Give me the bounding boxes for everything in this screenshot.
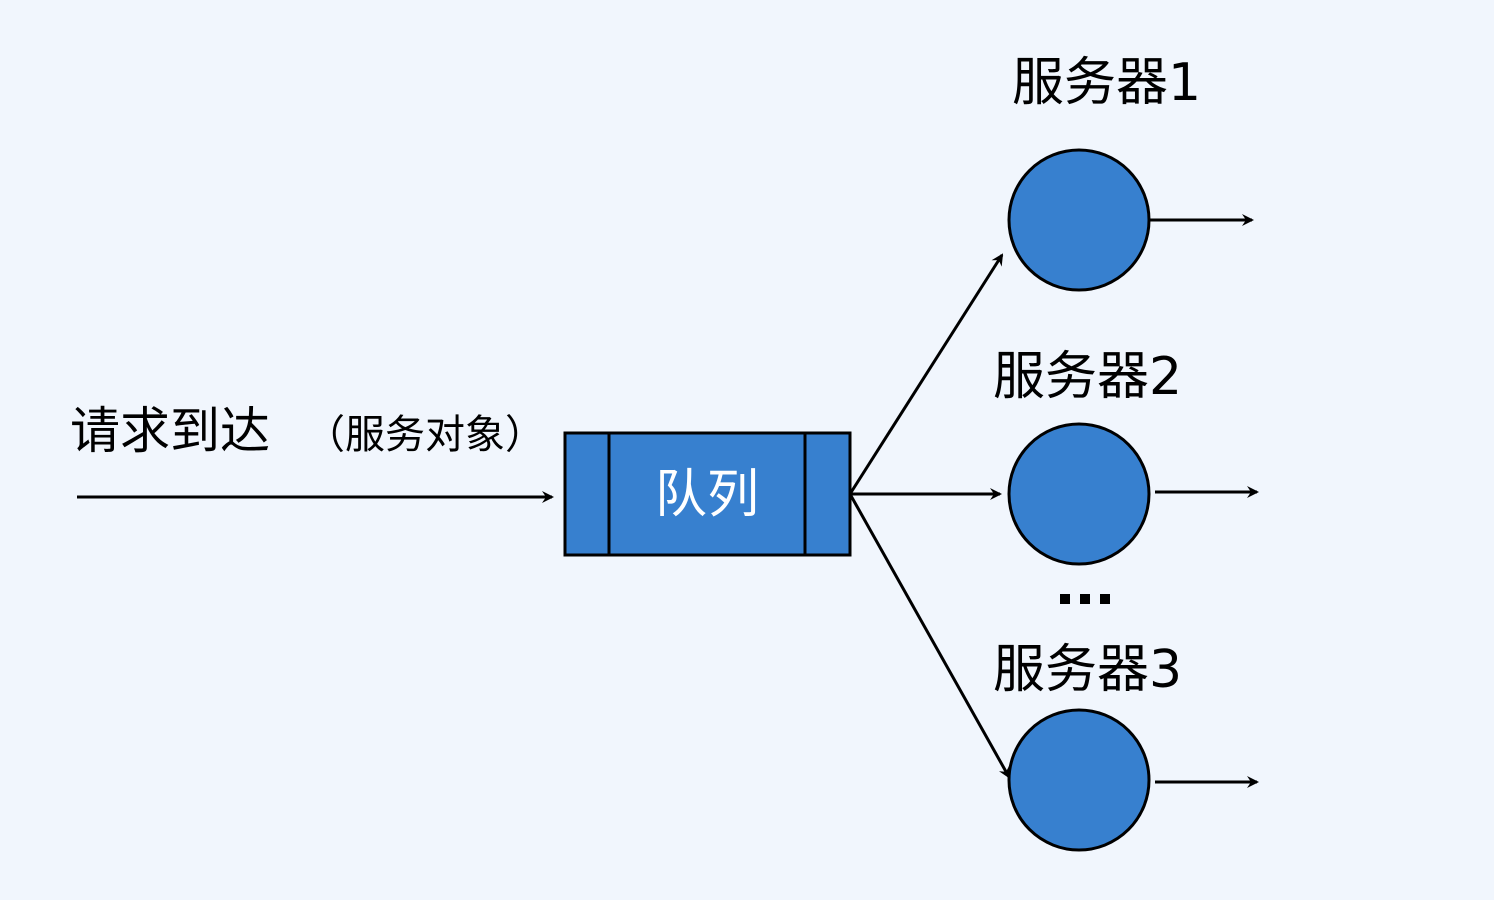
server-1-node [1007,148,1151,292]
arrow-to-server-3 [848,493,1011,779]
server-2-label: 服务器2 [993,347,1182,407]
ellipsis-dots [1060,594,1110,604]
ellipsis-dot [1100,594,1110,604]
request-arrival-label: 请求到达 [70,402,270,460]
server-2-node [1007,422,1151,566]
service-object-label: （服务对象） [305,412,545,458]
queue-label: 队列 [655,465,759,525]
server-3-label: 服务器3 [993,640,1182,700]
ellipsis-dot [1060,594,1070,604]
server-1-label: 服务器1 [1012,53,1201,113]
queue-box: 队列 [563,431,852,557]
ellipsis-dot [1080,594,1090,604]
arrow-to-server-1 [848,253,1004,495]
server-3-node [1007,708,1151,852]
